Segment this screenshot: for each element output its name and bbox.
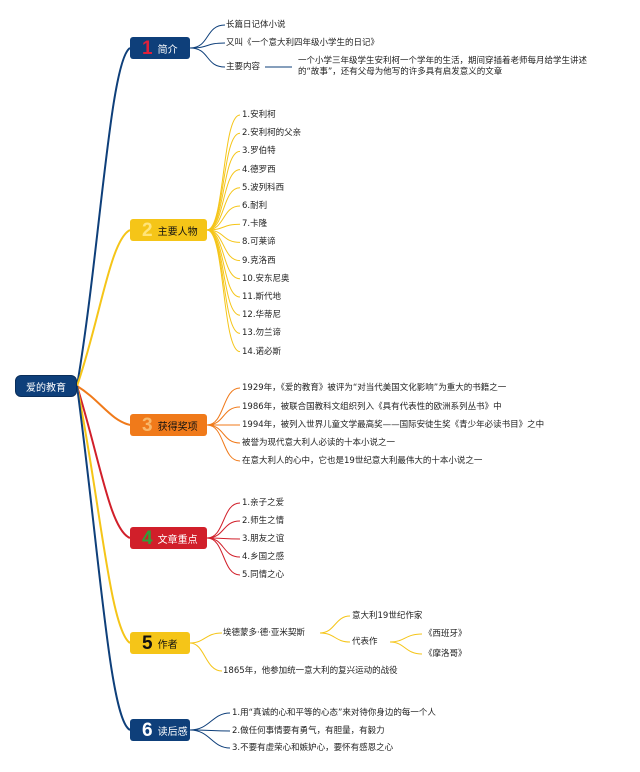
leaf-character[interactable]: 1.安利柯 [242,110,276,120]
leaf-reflection-3[interactable]: 3.不要有虚荣心和嫉妒心，要怀有感恩之心 [232,743,394,753]
leaf-author-works[interactable]: 代表作 [352,637,378,647]
branch-reflections[interactable]: 6 读后感 [130,719,190,741]
branch-number: 4 [142,527,153,549]
branch-label: 作者 [157,639,178,651]
leaf-award-5[interactable]: 在意大利人的心中，它也是19世纪意大利最伟大的十本小说之一 [242,456,483,466]
branch-awards[interactable]: 3 获得奖项 [130,414,207,436]
link-root-3 [76,385,131,426]
leaf-character[interactable]: 9.克洛西 [242,255,276,266]
leaf-character[interactable]: 11.斯代地 [242,292,282,302]
branch-number: 5 [142,632,153,654]
leaf-point-5[interactable]: 5.同情之心 [242,570,285,580]
leaf-intro-detail[interactable]: 一个小学三年级学生安利柯一个学年的生活，期间穿插着老师每月给学生讲述的“故事”，… [298,56,588,77]
leaf-point-2[interactable]: 2.师生之情 [242,516,285,526]
leaf-character[interactable]: 10.安东尼奥 [242,273,290,284]
branch-key-points[interactable]: 4 文章重点 [130,527,207,549]
link-character [206,187,241,231]
link-root-6 [76,385,131,731]
leaf-point-3[interactable]: 3.朋友之谊 [242,534,285,544]
branch-characters[interactable]: 2 主要人物 [130,219,207,241]
branch-number: 3 [142,414,153,436]
link-root-5 [76,385,131,644]
root-topic[interactable]: 爱的教育 [15,375,77,397]
leaf-character[interactable]: 3.罗伯特 [242,146,276,157]
branch-intro[interactable]: 1 简介 [130,37,190,59]
leaf-character[interactable]: 2.安利柯的父亲 [242,128,302,139]
branch-author[interactable]: 5 作者 [130,632,190,654]
leaf-author-writer[interactable]: 意大利19世纪作家 [352,611,423,621]
leaf-character[interactable]: 5.波列科西 [242,182,285,193]
leaf-award-4[interactable]: 被誉为现代意大利人必读的十本小说之一 [242,438,396,448]
leaf-character[interactable]: 13.勿兰谛 [242,328,282,339]
branch-label: 主要人物 [157,226,198,238]
leaf-reflection-1[interactable]: 1.用“真诚的心和平等的心态”来对待你身边的每一个人 [232,708,436,718]
leaf-award-1[interactable]: 1929年，《爱的教育》被评为“对当代美国文化影响”为重大的书籍之一 [242,383,507,393]
branch-label: 简介 [157,44,178,56]
leaf-point-1[interactable]: 1.亲子之爱 [242,498,285,508]
leaf-work-1[interactable]: 《西班牙》 [424,629,467,639]
leaf-character[interactable]: 7.卡隆 [242,219,268,230]
link-root-2 [76,229,131,387]
leaf-character[interactable]: 4.德罗西 [242,164,276,175]
branch-number: 1 [142,37,153,59]
branch-label: 文章重点 [157,534,198,546]
leaf-author-battle[interactable]: 1865年，他参加统一意大利的复兴运动的战役 [223,666,398,676]
branch-label: 读后感 [157,726,188,738]
leaf-character[interactable]: 8.可莱谛 [242,237,276,248]
leaf-award-3[interactable]: 1994年，被列入世界儿童文学最高奖——国际安徒生奖《青少年必读书目》之中 [242,420,545,430]
leaf-work-2[interactable]: 《摩洛哥》 [424,649,467,659]
leaf-character[interactable]: 6.耐利 [242,201,268,211]
leaf-reflection-2[interactable]: 2.做任何事情要有勇气，有胆量，有毅力 [232,726,385,736]
leaf-award-2[interactable]: 1986年，被联合国教科文组织列入《具有代表性的欧洲系列丛书》中 [242,402,502,412]
link-character [206,229,241,353]
link-character [206,229,241,316]
leaf-intro-3[interactable]: 主要内容 [226,62,261,72]
leaf-character[interactable]: 14.诺必斯 [242,346,282,357]
link-root-4 [76,385,131,539]
branch-label: 获得奖项 [157,421,198,433]
branch-number: 6 [142,719,153,741]
link-character [206,150,241,231]
branch-number: 2 [142,219,153,241]
leaf-intro-2[interactable]: 又叫《一个意大利四年级小学生的日记》 [226,38,380,48]
link-root-1 [76,47,131,387]
link-character [206,205,241,231]
leaf-author-name[interactable]: 埃德蒙多·德·亚米契斯 [223,628,305,638]
link-character [206,132,241,231]
leaf-character[interactable]: 12.华蒂尼 [242,310,282,321]
link-character [206,114,241,231]
leaf-point-4[interactable]: 4.乡国之感 [242,552,285,562]
leaf-intro-1[interactable]: 长篇日记体小说 [226,20,286,30]
